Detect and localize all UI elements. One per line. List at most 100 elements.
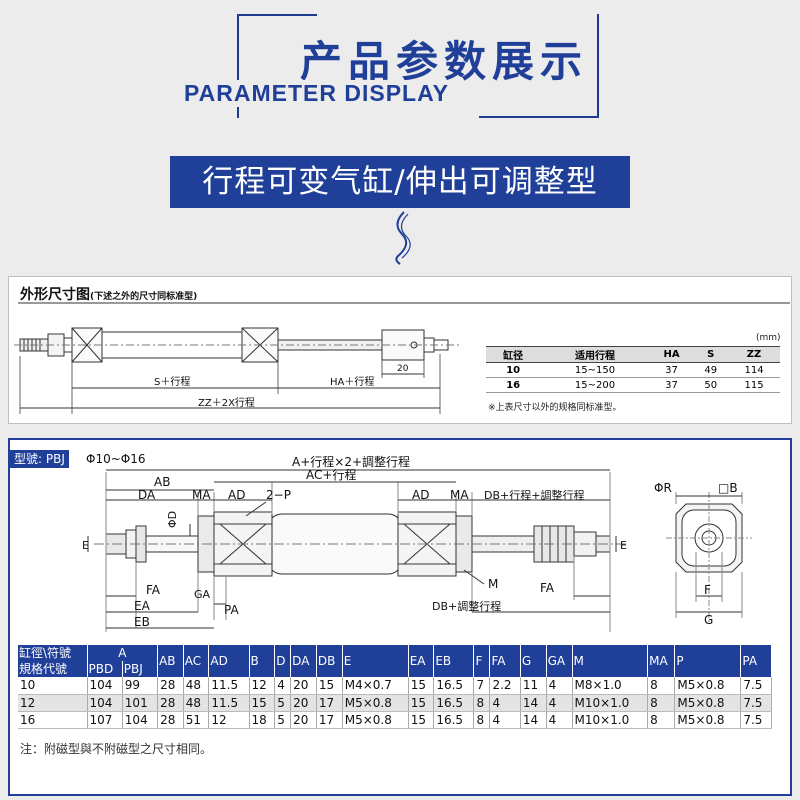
th-stroke: 适用行程 [540, 346, 650, 363]
th-bore-symbol: 缸徑\符號 [18, 645, 88, 661]
th-col: MA [647, 645, 676, 677]
table-cell: 16.5 [433, 694, 475, 712]
page-title: 产品参数展示 [300, 37, 589, 86]
table-cell: 20 [290, 694, 317, 712]
table-cell: 7.5 [740, 677, 772, 695]
table-cell: 11.5 [208, 677, 250, 695]
table-cell: 14 [520, 711, 547, 729]
table-cell: 15 [249, 694, 276, 712]
th-pbd: PBD [87, 661, 123, 677]
dim-phid: ΦD [166, 511, 179, 528]
pbj-panel [8, 438, 792, 796]
dim-e-right: E [620, 539, 627, 552]
table-cell: M5×0.8 [342, 694, 409, 712]
table-cell: 2.2 [489, 677, 521, 695]
table-cell: 7 [473, 677, 491, 695]
table-cell: 8 [647, 694, 676, 712]
table-cell: M5×0.8 [674, 711, 742, 729]
table-cell: 16 [486, 377, 541, 393]
th-col: D [274, 645, 292, 677]
table-cell: 104 [122, 711, 159, 729]
dim-ad-right: AD [412, 488, 429, 502]
dim-20: 20 [397, 364, 409, 374]
th-col: AB [157, 645, 184, 677]
th-a: A [87, 645, 159, 661]
dim-phir: ΦR [654, 481, 672, 495]
th-bore: 缸径 [486, 346, 541, 363]
table-cell: 48 [183, 694, 210, 712]
th-col: B [249, 645, 276, 677]
th-col: AD [208, 645, 250, 677]
table-cell: 10 [486, 362, 541, 378]
table-cell: 37 [649, 377, 694, 393]
table-header-row: 缸径 适用行程 HA S ZZ [486, 346, 780, 363]
table-cell: 20 [290, 711, 317, 729]
th-col: PA [740, 645, 772, 677]
table-cell: 104 [87, 677, 123, 695]
dim-ma: MA [192, 488, 211, 502]
dim-ga: GA [194, 588, 211, 601]
table-cell: 7.5 [740, 711, 772, 729]
outline-subtitle-text: (下述之外的尺寸同标准型) [90, 292, 198, 302]
table-cell: 50 [693, 377, 729, 393]
table-header-row: 規格代號 PBD PBJ [18, 661, 772, 677]
table-cell: 8 [473, 694, 491, 712]
table-cell: 12 [208, 711, 250, 729]
th-col: FA [489, 645, 521, 677]
dim-ma-right: MA [450, 488, 469, 502]
pbj-cylinder-drawing: A+行程×2+調整行程 AB AC+行程 DA MA AD 2−P AD MA … [82, 454, 752, 632]
th-col: GA [546, 645, 573, 677]
table-cell: 10 [18, 677, 88, 695]
dim-m: M [488, 577, 498, 591]
dim-ea: EA [134, 599, 151, 613]
dim-g: G [704, 613, 713, 627]
table-cell: 12 [249, 677, 276, 695]
table-cell: 15 [316, 677, 343, 695]
th-col: M [572, 645, 649, 677]
table-cell: 49 [693, 362, 729, 378]
squiggle-icon [395, 211, 411, 265]
dim-box-b: □B [718, 481, 738, 495]
table-cell: 8 [473, 711, 491, 729]
dim-pa: PA [224, 603, 239, 617]
table-row: 10 15~150 37 49 114 [486, 362, 780, 378]
outline-title-text: 外形尺寸图 [20, 287, 90, 303]
table-cell: M5×0.8 [674, 677, 742, 695]
table-cell: 28 [157, 694, 184, 712]
table-cell: 107 [87, 711, 123, 729]
table-header-row: 缸徑\符號 A AB AC AD B D DA DB E EA EB F FA … [18, 645, 772, 677]
table-cell: 16.5 [433, 711, 475, 729]
outline-spec-table: 缸径 适用行程 HA S ZZ 10 15~150 37 49 114 16 1… [486, 346, 780, 393]
table-cell: M5×0.8 [342, 711, 409, 729]
table-cell: 15 [408, 694, 435, 712]
table-cell: M10×1.0 [572, 694, 649, 712]
th-ha: HA [649, 346, 694, 363]
product-banner: 行程可变气缸/伸出可调整型 [170, 156, 630, 208]
dim-fa-right: FA [540, 581, 555, 595]
table-cell: 12 [18, 694, 88, 712]
bore-range: Φ10~Φ16 [86, 452, 146, 466]
table-cell: 28 [157, 677, 184, 695]
header-frame [237, 14, 599, 118]
table-cell: 37 [649, 362, 694, 378]
table-cell: M4×0.7 [342, 677, 409, 695]
table-cell: 4 [546, 694, 573, 712]
outline-drawing-title: 外形尺寸图(下述之外的尺寸同标准型) [20, 284, 197, 304]
table-cell: 5 [274, 694, 292, 712]
table-cell: 18 [249, 711, 276, 729]
divider [18, 302, 790, 304]
dim-ac: AC+行程 [306, 467, 356, 482]
table-cell: 99 [122, 677, 159, 695]
table-cell: 11 [520, 677, 547, 695]
table-cell: 7.5 [740, 694, 772, 712]
table-cell: 4 [546, 711, 573, 729]
table-cell: 16 [18, 711, 88, 729]
table-cell: 4 [546, 677, 573, 695]
th-pbj: PBJ [122, 661, 159, 677]
th-col: DB [316, 645, 343, 677]
th-col: F [473, 645, 491, 677]
table-cell: 8 [647, 677, 676, 695]
page-subtitle: PARAMETER DISPLAY [178, 80, 455, 107]
